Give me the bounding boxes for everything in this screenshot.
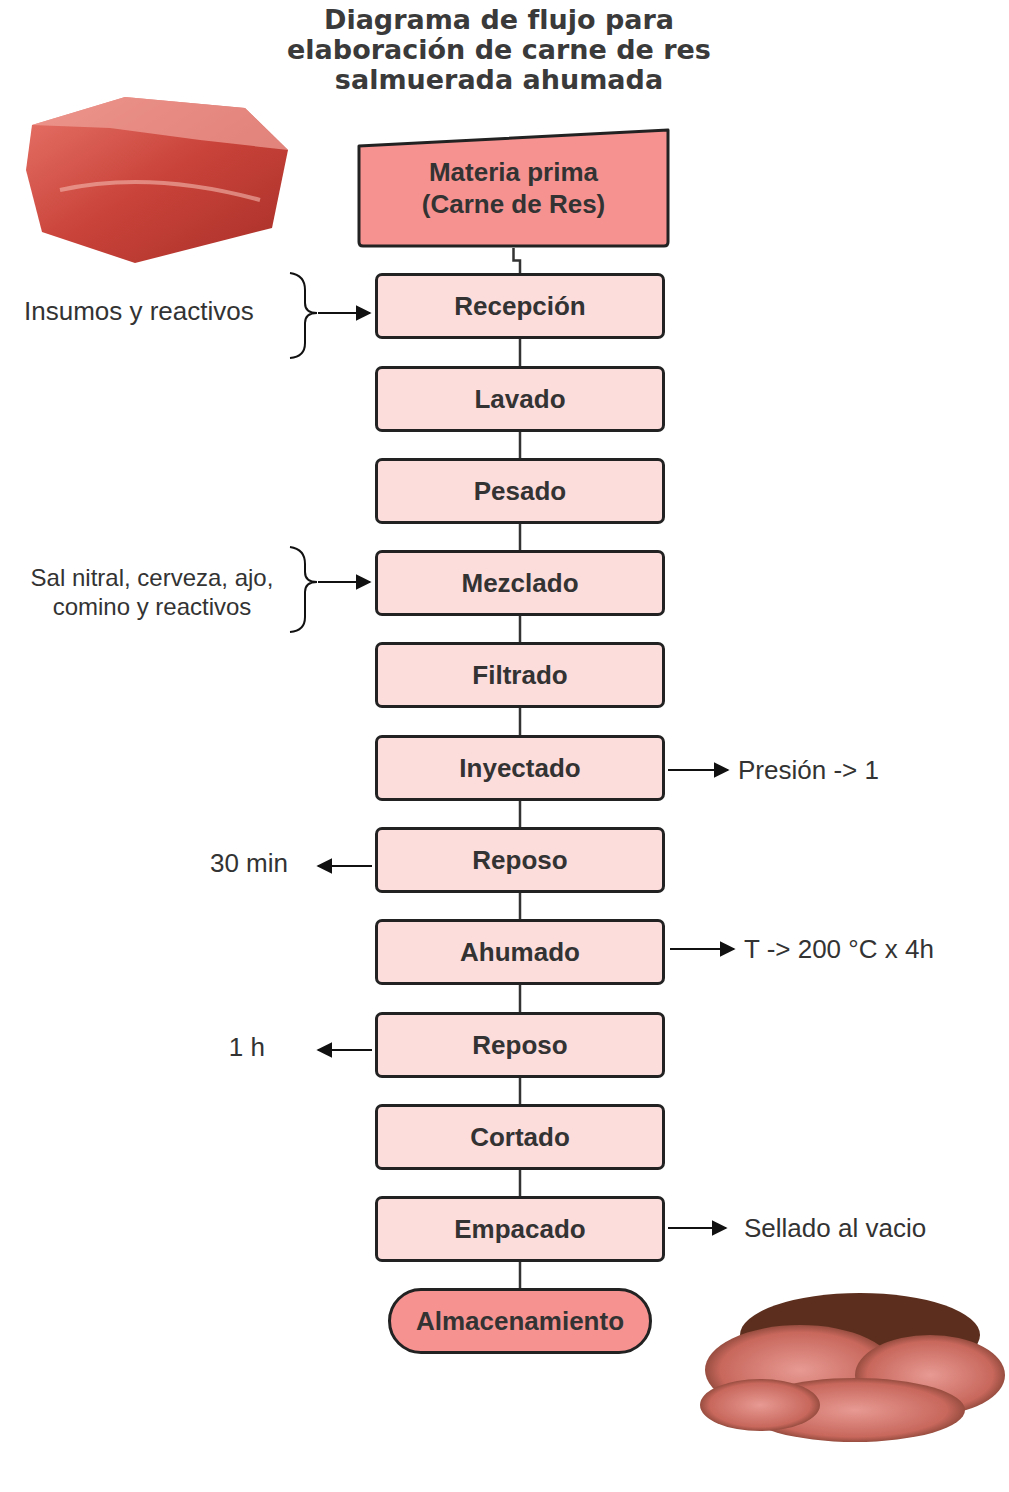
node-text-group: Pesado [474, 475, 567, 507]
process-box: Cortado [375, 1104, 665, 1170]
process-box: Mezclado [375, 550, 665, 616]
beef-surface [32, 97, 288, 150]
flow-connector [519, 524, 522, 550]
process-box: Lavado [375, 366, 665, 432]
output-arrow [318, 1049, 372, 1051]
node-label: Almacenamiento [416, 1305, 624, 1337]
node-text-group: Mezclado [461, 567, 578, 599]
node-text-group: Reposo [472, 1029, 567, 1061]
flow-connector [514, 248, 521, 273]
node-text-group: Lavado [474, 383, 565, 415]
side-note: Insumos y reactivos [24, 296, 294, 326]
flow-connector [519, 1078, 522, 1104]
node-text-group: Cortado [470, 1121, 570, 1153]
process-box: Inyectado [375, 735, 665, 801]
node-text-group: Ahumado [460, 936, 580, 968]
node-label: Pesado [474, 475, 567, 507]
node-label: Inyectado [459, 752, 580, 784]
node-label: Filtrado [472, 659, 567, 691]
node-label: Ahumado [460, 936, 580, 968]
process-box: Recepción [375, 273, 665, 339]
node-text-group: Filtrado [472, 659, 567, 691]
flow-connector [519, 339, 522, 366]
side-note: 1 h [150, 1032, 265, 1062]
node-text-group: Inyectado [459, 752, 580, 784]
process-box: Reposo [375, 1012, 665, 1078]
node-text-group: Materia prima (Carne de Res) [401, 156, 626, 220]
diagram-title: Diagrama de flujo para elaboración de ca… [249, 5, 749, 95]
node-label: Mezclado [461, 567, 578, 599]
process-box: Filtrado [375, 642, 665, 708]
raw-beef [26, 97, 288, 263]
flow-connector [519, 893, 522, 919]
flow-connector [519, 708, 522, 735]
process-box: Pesado [375, 458, 665, 524]
curly-bracket [290, 273, 317, 358]
side-note: T -> 200 °C x 4h [744, 934, 1004, 964]
side-note: Sellado al vacio [744, 1213, 1004, 1243]
side-note: 30 min [150, 848, 288, 878]
input-box: Materia prima (Carne de Res) [355, 128, 672, 248]
output-arrow [668, 769, 728, 771]
node-label: Empacado [454, 1213, 586, 1245]
process-box: Ahumado [375, 919, 665, 985]
flow-connector [519, 616, 522, 642]
side-note: Sal nitral, cerveza, ajo, comino y react… [4, 563, 300, 621]
process-box: Reposo [375, 827, 665, 893]
smoked-slice [700, 1379, 820, 1431]
node-label: Recepción [454, 290, 586, 322]
node-text-group: Almacenamiento [416, 1305, 624, 1337]
node-text-group: Empacado [454, 1213, 586, 1245]
terminator: Almacenamiento [388, 1288, 652, 1354]
side-note: Presión -> 1 [738, 755, 998, 785]
node-label: Reposo [472, 844, 567, 876]
input-arrow [318, 581, 370, 583]
process-box: Empacado [375, 1196, 665, 1262]
flow-connector [519, 432, 522, 458]
output-arrow [668, 1227, 726, 1229]
node-label: Reposo [472, 1029, 567, 1061]
output-arrow [670, 948, 734, 950]
curly-bracket [290, 547, 317, 632]
raw-beef-picture [26, 97, 288, 263]
brackets [290, 273, 317, 632]
flow-connector [519, 801, 522, 827]
smoked-beef-picture [700, 1293, 1005, 1442]
input-outline [359, 130, 668, 246]
beef-marbling [60, 182, 260, 200]
node-label: Materia prima (Carne de Res) [401, 156, 626, 220]
input-arrow [318, 312, 370, 314]
flow-connector [519, 1170, 522, 1196]
flow-connector [519, 985, 522, 1012]
flow-connector [519, 1262, 522, 1288]
node-label: Lavado [474, 383, 565, 415]
output-arrow [318, 865, 372, 867]
node-text-group: Recepción [454, 290, 586, 322]
leader-arrows [318, 313, 734, 1228]
input-shape [355, 128, 672, 248]
node-text-group: Reposo [472, 844, 567, 876]
node-label: Cortado [470, 1121, 570, 1153]
